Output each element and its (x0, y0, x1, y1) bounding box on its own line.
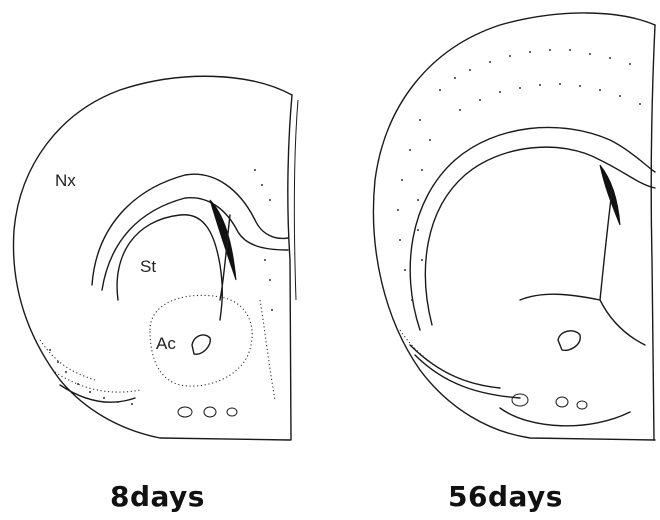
label-neocortex: Nx (55, 171, 76, 190)
anterior-commissure (558, 331, 580, 350)
cortical-stippling-left (49, 169, 273, 405)
caption-56days: 56days (448, 480, 563, 513)
midline (288, 95, 292, 440)
label-striatum: St (140, 257, 156, 276)
white-matter-band (92, 174, 288, 285)
midline (651, 25, 655, 440)
brain-section-8days: Nx St Ac (13, 76, 298, 440)
caption-8days: 8days (110, 480, 205, 513)
label-accumbens: Ac (156, 334, 176, 353)
anterior-commissure (192, 335, 210, 354)
lateral-ventricle (600, 165, 620, 225)
brain-section-56days (373, 13, 655, 440)
striatum-border (117, 215, 222, 320)
